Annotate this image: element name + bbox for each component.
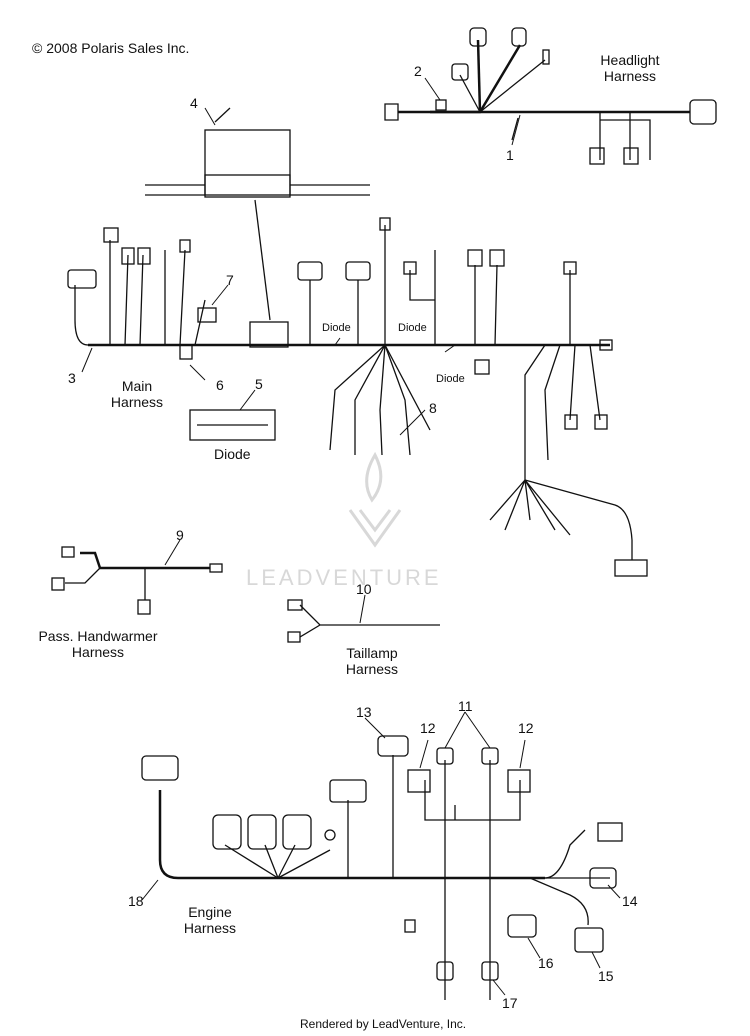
leader-lines <box>81 77 621 996</box>
headlight-harness-label-line2: Harness <box>603 68 657 84</box>
callout-18: 18 <box>128 893 144 909</box>
inline-diode-label-1: Diode <box>322 322 351 334</box>
callout-13: 13 <box>356 704 372 720</box>
callout-6: 6 <box>216 377 224 393</box>
headlight-harness-label: Headlight Harness <box>590 52 670 84</box>
diode-5-drawing <box>189 409 276 441</box>
callout-5: 5 <box>255 376 263 392</box>
copyright-notice: © 2008 Polaris Sales Inc. <box>32 40 190 56</box>
diode-title-label: Diode <box>214 446 251 462</box>
callout-1: 1 <box>506 147 514 163</box>
handwarmer-harness-label-line1: Pass. Handwarmer <box>38 628 158 644</box>
main-harness-drawing <box>67 217 648 577</box>
handwarmer-harness-label-line2: Harness <box>71 644 125 660</box>
taillamp-drawing <box>287 599 440 643</box>
callout-4: 4 <box>190 95 198 111</box>
callout-3: 3 <box>68 370 76 386</box>
handwarmer-drawing <box>51 546 223 615</box>
engine-harness-label-line1: Engine <box>188 904 232 920</box>
callout-7: 7 <box>226 272 234 288</box>
callout-16: 16 <box>538 955 554 971</box>
callout-8: 8 <box>429 400 437 416</box>
footer-credit: Rendered by LeadVenture, Inc. <box>300 1017 467 1031</box>
headlight-harness-label-line1: Headlight <box>600 52 660 68</box>
engine-harness-label: Engine Harness <box>175 904 245 936</box>
callout-12-right: 12 <box>518 720 534 736</box>
callout-10: 10 <box>356 581 372 597</box>
engine-harness-drawing <box>141 735 623 1000</box>
watermark-text: LEADVENTURE <box>246 565 442 590</box>
callout-11: 11 <box>458 698 473 714</box>
main-harness-label-line2: Harness <box>110 394 164 410</box>
watermark-emblem <box>348 451 402 548</box>
main-harness-label-line1: Main <box>121 378 153 394</box>
taillamp-harness-label: Taillamp Harness <box>332 645 412 677</box>
inline-diode-label-2: Diode <box>398 322 427 334</box>
callout-2: 2 <box>414 63 422 79</box>
callout-9: 9 <box>176 527 184 543</box>
main-harness-label: Main Harness <box>102 378 172 410</box>
diode-box-drawing <box>145 107 370 321</box>
callout-14: 14 <box>622 893 638 909</box>
engine-harness-label-line2: Harness <box>183 920 237 936</box>
callout-15: 15 <box>598 968 614 984</box>
taillamp-harness-label-line2: Harness <box>345 661 399 677</box>
callout-17: 17 <box>502 995 518 1011</box>
headlight-harness-drawing <box>384 27 717 165</box>
inline-diode-label-3: Diode <box>436 373 465 385</box>
taillamp-harness-label-line1: Taillamp <box>346 645 398 661</box>
handwarmer-harness-label: Pass. Handwarmer Harness <box>28 628 168 660</box>
callout-12-left: 12 <box>420 720 436 736</box>
